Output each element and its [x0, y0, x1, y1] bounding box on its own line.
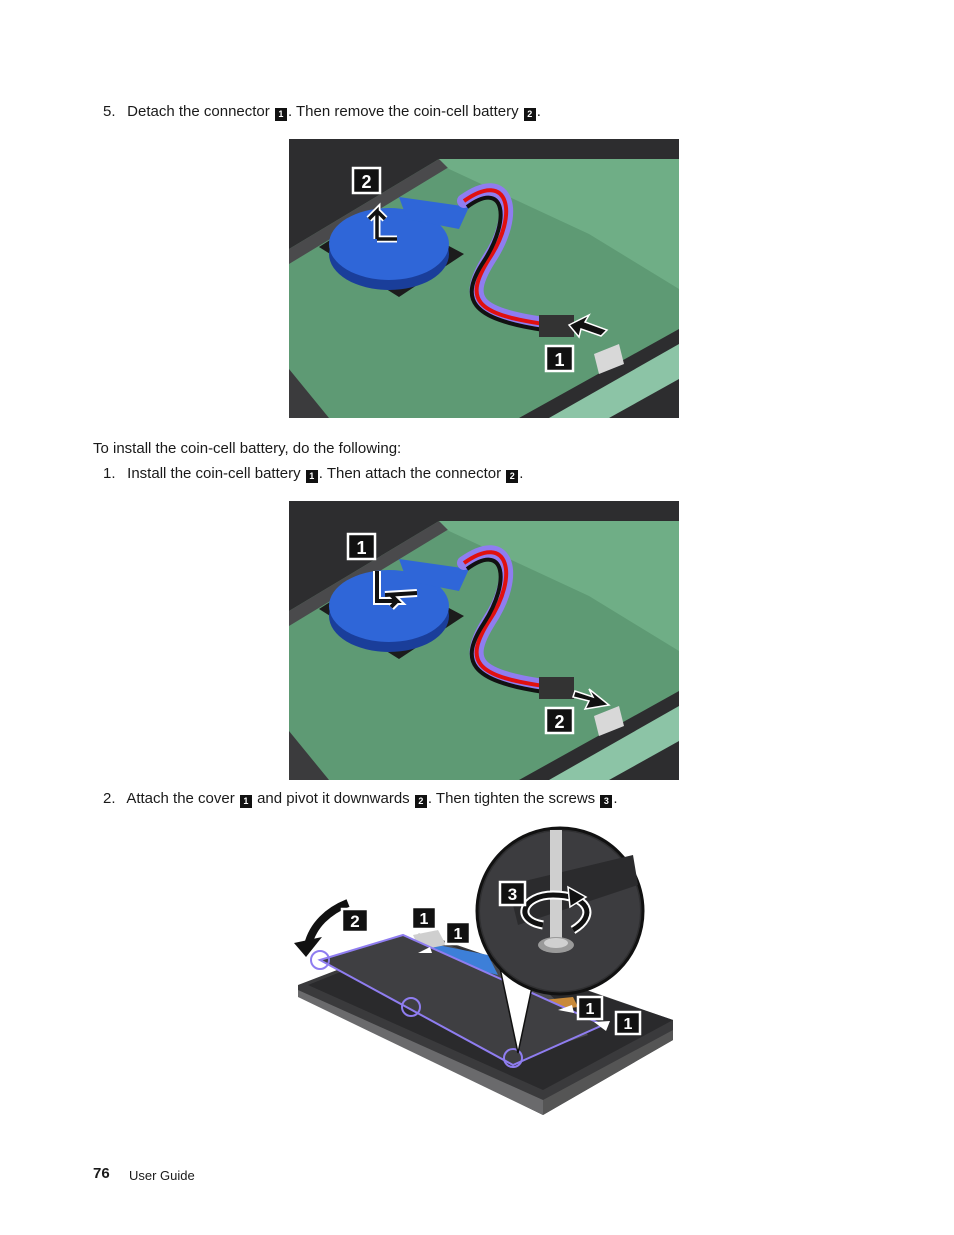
callout-box-cover-d: 1	[614, 1010, 642, 1036]
footer-label: User Guide	[129, 1168, 195, 1183]
step-text: . Then attach the connector	[318, 465, 502, 482]
callout-number: 1	[554, 350, 564, 370]
callout-number: 1	[454, 926, 463, 943]
step-text: .	[536, 103, 541, 120]
callout-badge: 2	[506, 470, 519, 483]
step-text: .	[613, 790, 618, 807]
callout-box-connector: 1	[544, 344, 575, 373]
step-text: Install the coin-cell battery	[127, 465, 301, 482]
step-number: 2.	[103, 790, 116, 807]
step-text: . Then remove the coin-cell battery	[287, 103, 519, 120]
callout-number: 2	[361, 172, 371, 192]
callout-badge: 1	[239, 795, 252, 808]
callout-box-battery: 1	[346, 532, 377, 561]
callout-number: 2	[554, 712, 564, 732]
step-number: 1.	[103, 465, 116, 482]
callout-badge: 2	[523, 108, 536, 121]
step-text: .	[519, 465, 524, 482]
callout-box-battery: 2	[351, 166, 382, 195]
figure-attach-cover: 2 1 1 3 1 1	[288, 825, 680, 1117]
callout-box-cover-b: 1	[444, 920, 472, 946]
callout-number: 2	[350, 912, 359, 931]
callout-box-cover-c: 1	[576, 995, 604, 1021]
callout-box-pivot: 2	[340, 907, 370, 934]
callout-box-connector: 2	[544, 706, 575, 735]
step-text: Detach the connector	[127, 103, 270, 120]
callout-box-screw: 3	[498, 880, 527, 907]
callout-badge: 2	[414, 795, 427, 808]
callout-box-cover-a: 1	[410, 905, 438, 931]
step-2-instruction: 2. Attach the cover 1 and pivot it downw…	[103, 790, 618, 808]
callout-badge: 1	[274, 108, 287, 121]
page-number: 76	[93, 1165, 110, 1182]
step-1-instruction: 1. Install the coin-cell battery 1. Then…	[103, 465, 523, 483]
step-text: . Then tighten the screws	[427, 790, 596, 807]
callout-badge: 3	[600, 795, 613, 808]
install-intro: To install the coin-cell battery, do the…	[93, 440, 402, 457]
callout-number: 3	[508, 885, 517, 904]
step-text: and pivot it downwards	[257, 790, 410, 807]
figure-remove-coin-cell-battery: 2 1	[289, 139, 679, 418]
callout-number: 1	[586, 1001, 595, 1018]
callout-number: 1	[624, 1016, 633, 1033]
callout-number: 1	[356, 538, 366, 558]
callout-badge: 1	[305, 470, 318, 483]
step-5-instruction: 5. Detach the connector 1. Then remove t…	[103, 103, 541, 121]
step-number: 5.	[103, 103, 116, 120]
callout-number: 1	[420, 911, 429, 928]
step-text: Attach the cover	[126, 790, 235, 807]
figure-install-coin-cell-battery: 1 2	[289, 501, 679, 780]
